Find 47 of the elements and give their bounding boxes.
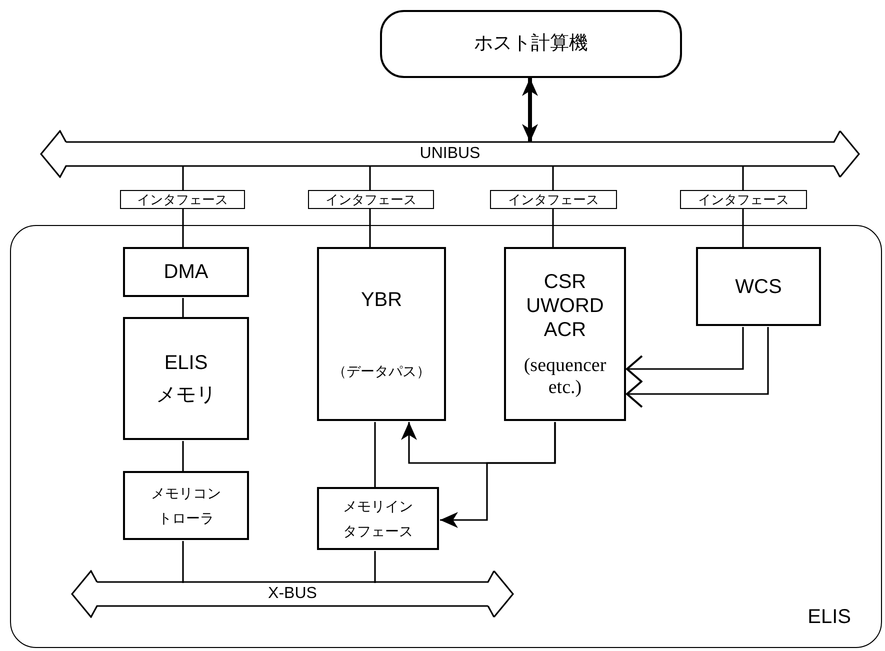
node-label: インタフェース [326,192,416,207]
node-label: (sequencer etc.) [522,354,608,398]
connector-line [182,541,184,583]
interface-box [120,190,245,209]
node-label: （データパス） [332,362,430,380]
node-label: CSR UWORD ACR [525,270,605,342]
unit-box [123,471,249,540]
arrow [440,422,556,528]
node-label: ホスト計算機 [474,32,588,56]
connector-line [552,166,554,190]
node-label: メモリインタフェース [342,496,414,540]
unit-box [123,317,249,440]
unit-box [504,247,626,421]
unit-box [317,247,446,421]
unit-box [317,487,439,550]
connector-line [182,166,184,190]
connector-line [742,166,744,190]
interface-box [680,190,807,209]
arrow [626,327,744,383]
node-label: ELIS メモリ [155,350,217,408]
connector-line [369,166,371,190]
connector-line [374,422,376,488]
arrow [522,78,538,142]
arrow [626,327,769,408]
unit-box [696,247,821,326]
connector-line [182,209,184,248]
connector-line [552,209,554,248]
node-label: YBR [360,288,402,312]
node-label: インタフェース [698,192,789,207]
system-label: ELIS [808,606,851,629]
bus-label: UNIBUS [418,144,482,164]
connector-line [369,209,371,248]
unit-box [123,247,249,297]
connector-line [374,551,376,583]
connector-line [742,209,744,248]
node-label: DMA [162,260,210,285]
interface-box [308,190,434,209]
system-frame [10,225,882,648]
node-label: WCS [734,274,783,300]
node-label: メモリコントローラ [150,484,222,528]
node-label: インタフェース [508,192,599,207]
bus-label: X-BUS [267,584,318,604]
node-label: インタフェース [137,192,228,207]
interface-box [490,190,617,209]
host-computer-box [380,10,682,78]
connector-line [182,298,184,318]
connector-line [182,441,184,472]
